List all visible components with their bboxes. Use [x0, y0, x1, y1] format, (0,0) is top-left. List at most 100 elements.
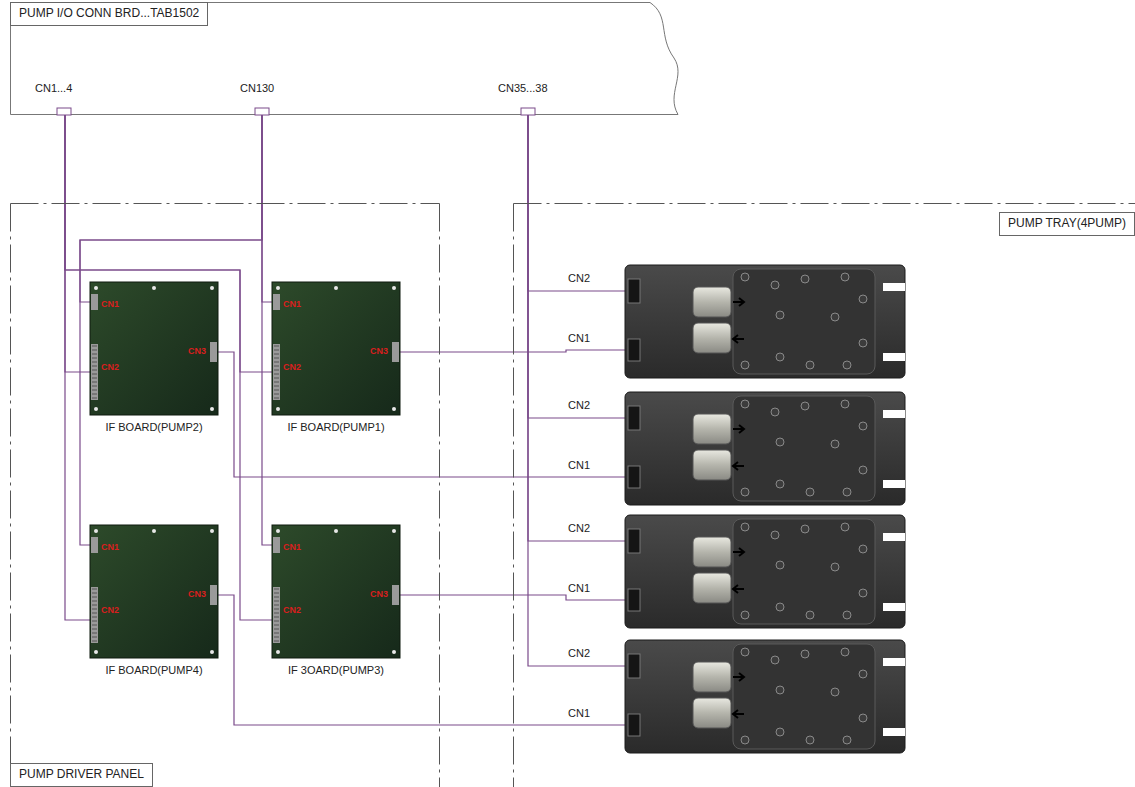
- mount-hole: [276, 529, 280, 533]
- pin: [92, 394, 97, 395]
- pin: [92, 346, 97, 347]
- slot: [883, 480, 905, 488]
- pin: [274, 637, 279, 638]
- screw: [771, 408, 779, 416]
- mount-hole: [392, 650, 396, 654]
- pin: [274, 390, 279, 391]
- pin: [92, 366, 97, 367]
- pin-header: [273, 537, 280, 553]
- connector-label: CN1: [283, 299, 301, 309]
- screw: [806, 488, 814, 496]
- driver-panel: CN1CN2CN3IF BOARD(PUMP2) CN1CN2CN3IF BOAR…: [10, 203, 440, 787]
- screw: [831, 688, 839, 696]
- if-board: CN1CN2CN3IF BOARD(PUMP2): [90, 282, 218, 415]
- mount-hole: [152, 286, 156, 290]
- pin: [92, 597, 97, 598]
- screw: [776, 438, 784, 446]
- pump-connector: [628, 654, 640, 678]
- connector-label: CN130: [240, 82, 274, 95]
- pin: [274, 621, 279, 622]
- screw: [776, 561, 784, 569]
- pump-body: [625, 265, 905, 378]
- mount-hole: [94, 529, 98, 533]
- pin: [92, 350, 97, 351]
- board-outline: [11, 3, 679, 115]
- connector-label: CN1: [568, 332, 590, 345]
- pump-body: [625, 640, 905, 753]
- screw: [741, 488, 749, 496]
- screw: [806, 736, 814, 744]
- pump-connector: [628, 406, 640, 430]
- pin-header: [91, 537, 98, 553]
- pin: [274, 394, 279, 395]
- slot: [883, 410, 905, 418]
- connector-label: CN2: [101, 605, 119, 615]
- screw: [806, 361, 814, 369]
- screw: [859, 589, 867, 597]
- pin: [92, 613, 97, 614]
- if-board: CN1CN2CN3IF BOARD(PUMP1): [272, 282, 400, 415]
- screw: [859, 295, 867, 303]
- connector-label: CN2: [568, 647, 590, 660]
- screw: [801, 650, 809, 658]
- pin: [274, 378, 279, 379]
- screw: [776, 480, 784, 488]
- wire: [80, 115, 262, 302]
- screw: [741, 523, 749, 531]
- screw: [841, 400, 849, 408]
- connector-label: CN1: [283, 542, 301, 552]
- pin: [274, 641, 279, 642]
- roller: [693, 450, 731, 480]
- wire: [400, 350, 625, 352]
- pump: CN2CN1: [625, 640, 905, 753]
- flow-arrow: [733, 425, 744, 433]
- pump-head: [733, 269, 875, 374]
- pin: [274, 589, 279, 590]
- connector-stub: [57, 108, 71, 115]
- connector-label: CN2: [568, 272, 590, 285]
- mount-hole: [276, 407, 280, 411]
- connector-label: CN1: [568, 459, 590, 472]
- pin-header: [392, 585, 399, 605]
- pin-header: [273, 587, 280, 643]
- screw: [841, 273, 849, 281]
- title-label: PUMP TRAY(4PUMP): [999, 212, 1135, 236]
- roller: [693, 698, 731, 728]
- slot: [883, 658, 905, 666]
- pin: [274, 366, 279, 367]
- board-label: IF BOARD(PUMP1): [251, 421, 421, 434]
- screw: [741, 648, 749, 656]
- screw: [741, 361, 749, 369]
- mount-hole: [392, 529, 396, 533]
- screw: [771, 531, 779, 539]
- pump-body: [625, 392, 905, 505]
- panel-border: [10, 204, 11, 787]
- mount-hole: [210, 407, 214, 411]
- mount-hole: [210, 650, 214, 654]
- pin: [92, 637, 97, 638]
- if-board: CN1CN2CN3IF 3OARD(PUMP3): [272, 525, 400, 658]
- pin: [274, 605, 279, 606]
- screw: [843, 611, 851, 619]
- roller: [693, 662, 731, 692]
- connector-label: CN2: [568, 399, 590, 412]
- pin-header: [392, 342, 399, 362]
- pin: [274, 613, 279, 614]
- pin: [92, 641, 97, 642]
- pin: [274, 629, 279, 630]
- screw: [741, 736, 749, 744]
- pin-header: [91, 344, 98, 400]
- roller: [693, 287, 731, 317]
- flow-arrow: [733, 462, 744, 470]
- pump-head: [733, 519, 875, 624]
- pin: [92, 386, 97, 387]
- pcb: [272, 525, 400, 658]
- pump: CN2CN1: [625, 265, 905, 378]
- screw: [776, 728, 784, 736]
- roller: [693, 414, 731, 444]
- panel-border: [11, 203, 440, 204]
- connector-label: CN35...38: [498, 82, 548, 95]
- pin: [274, 386, 279, 387]
- pump-tray-outline: [513, 203, 1135, 787]
- mount-hole: [276, 286, 280, 290]
